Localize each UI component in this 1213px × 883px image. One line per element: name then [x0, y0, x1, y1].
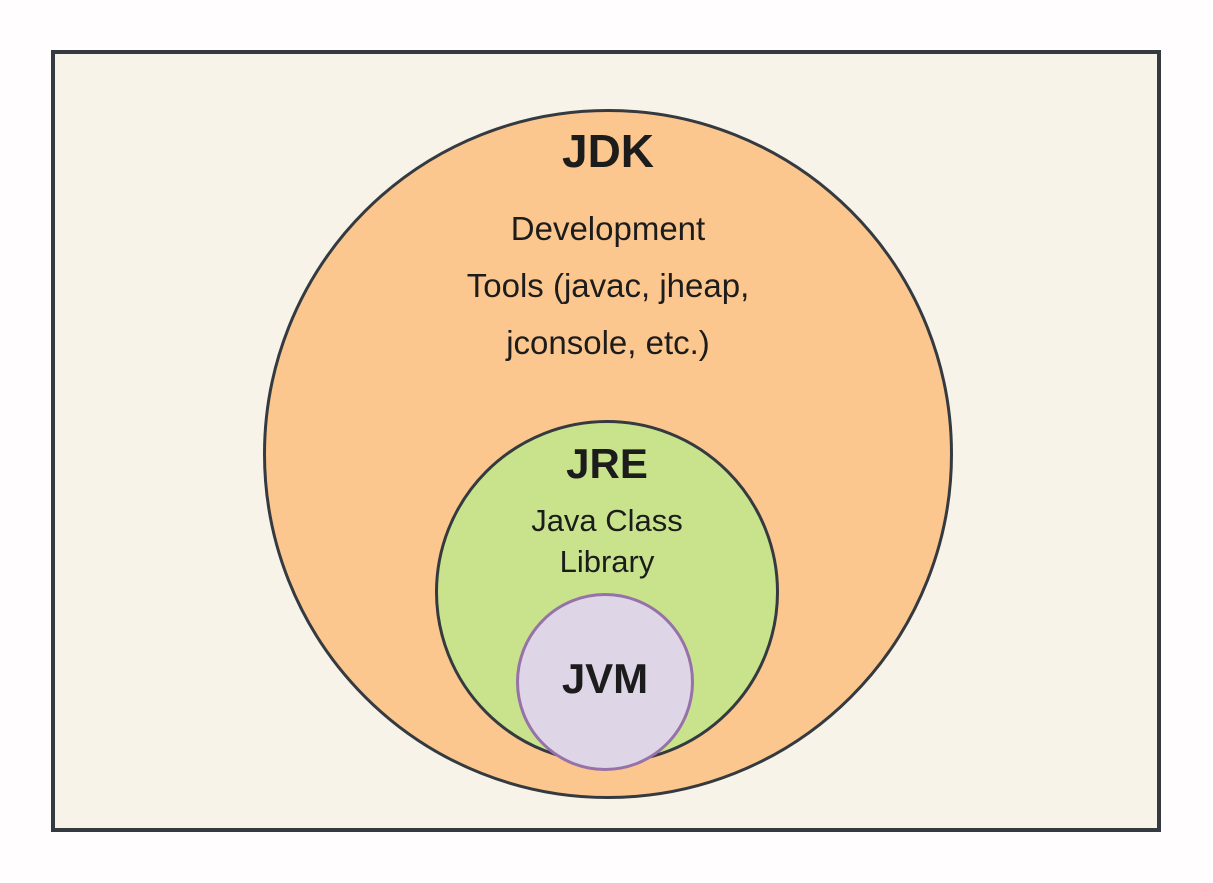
jre-description-line: Java Class	[531, 503, 683, 538]
jre-description: Java Class Library	[435, 500, 779, 582]
jdk-description-line: Development	[510, 210, 706, 247]
jvm-title: JVM	[561, 655, 649, 702]
jre-description-line: Library	[559, 544, 655, 579]
jvm-circle	[516, 593, 694, 771]
jdk-description-line: jconsole, etc.)	[506, 324, 710, 361]
jdk-description-line: Tools (javac, jheap,	[466, 267, 750, 304]
jdk-title: JDK	[561, 125, 655, 177]
diagram-frame: JDK Development Tools (javac, jheap, jco…	[51, 50, 1161, 832]
jre-title: JRE	[566, 440, 648, 487]
jdk-description: Development Tools (javac, jheap, jconsol…	[263, 200, 953, 371]
